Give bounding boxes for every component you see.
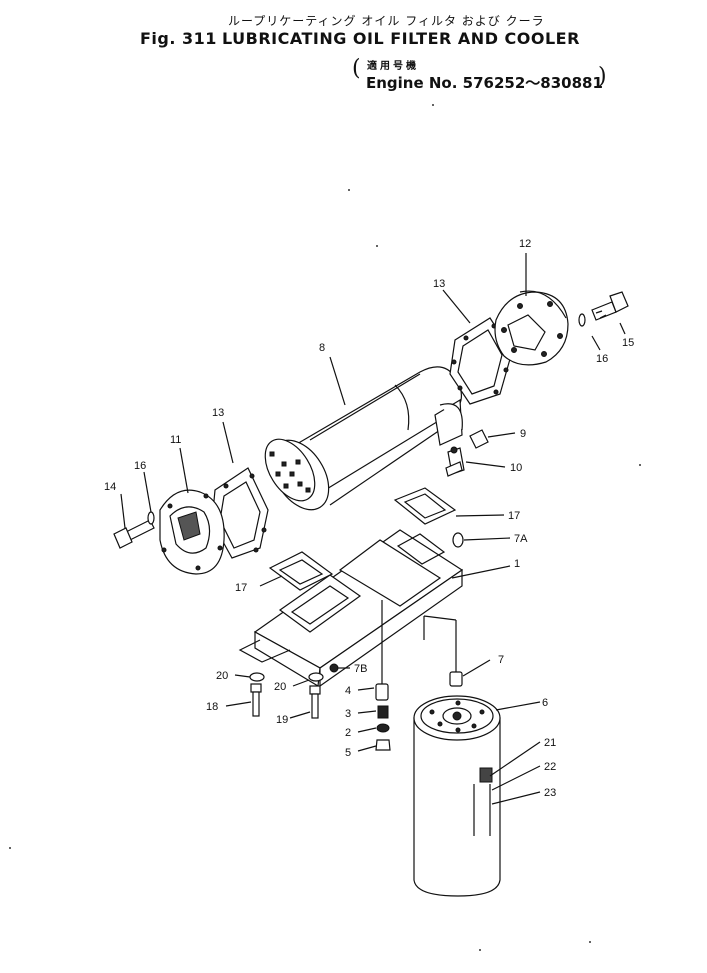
- part-label-18: 18: [206, 701, 218, 713]
- oil-cooler-body: [264, 366, 463, 511]
- part-label-1: 1: [514, 558, 520, 570]
- bolt-left: [113, 511, 155, 549]
- part-label-20-right: 20: [274, 681, 286, 693]
- leader-lines: [120, 253, 626, 805]
- filter-fitting: [423, 615, 463, 687]
- part-label-2: 2: [345, 727, 351, 739]
- part-label-4: 4: [345, 685, 351, 697]
- part-label-10: 10: [510, 462, 522, 474]
- part-label-23: 23: [544, 787, 556, 799]
- part-label-14: 14: [104, 481, 116, 493]
- bracket-mounting-bolts: [249, 672, 324, 719]
- cooler-end-cover: [159, 489, 225, 575]
- relief-valve-parts: [329, 600, 391, 751]
- cooler-bracket: [238, 529, 464, 688]
- part-label-7b: 7B: [354, 663, 367, 675]
- part-label-6: 6: [542, 697, 548, 709]
- part-label-13-left: 13: [212, 407, 224, 419]
- part-label-17-upper: 17: [508, 510, 520, 522]
- part-label-22: 22: [544, 761, 556, 773]
- part-label-3: 3: [345, 708, 351, 720]
- part-number-labels: 12 13 15 16 8 9 10 13 11 16 14 17 7A 1 1…: [104, 238, 634, 799]
- part-label-20-left: 20: [216, 670, 228, 682]
- part-label-17-left: 17: [235, 582, 247, 594]
- engine-number-range: Engine No. 576252～830881: [366, 74, 603, 92]
- part-label-7a: 7A: [514, 533, 528, 545]
- bolt-upper: [578, 291, 629, 327]
- gasket-17-left: [268, 551, 334, 591]
- plug-and-fitting: [445, 429, 489, 477]
- part-label-5: 5: [345, 747, 351, 759]
- part-label-8: 8: [319, 342, 325, 354]
- diagram-title: LUBRICATING OIL FILTER AND COOLER: [222, 29, 580, 48]
- part-label-11: 11: [170, 434, 181, 446]
- part-label-12: 12: [519, 238, 531, 250]
- elbow-housing: [494, 290, 569, 366]
- applicability-label: 適用号機: [367, 61, 419, 72]
- part-label-9: 9: [520, 428, 526, 440]
- figure-number: Fig. 311: [140, 29, 217, 48]
- part-label-15: 15: [622, 337, 634, 349]
- part-label-16-upper: 16: [596, 353, 608, 365]
- left-parenthesis: (: [352, 56, 361, 81]
- oil-filter-cartridge: [413, 695, 501, 897]
- right-parenthesis: ): [598, 64, 607, 89]
- japanese-title: ループリケーティング オイル フィルタ および クーラ: [228, 14, 545, 28]
- scan-specks: [9, 104, 641, 951]
- part-label-7: 7: [498, 654, 504, 666]
- gasket-17-upper: [393, 487, 464, 548]
- filter-top-holes: [429, 700, 485, 733]
- part-label-21: 21: [544, 737, 556, 749]
- part-label-16-left: 16: [134, 460, 146, 472]
- part-label-13-upper: 13: [433, 278, 445, 290]
- cooler-cover-bolts: [269, 451, 311, 493]
- part-label-19: 19: [276, 714, 288, 726]
